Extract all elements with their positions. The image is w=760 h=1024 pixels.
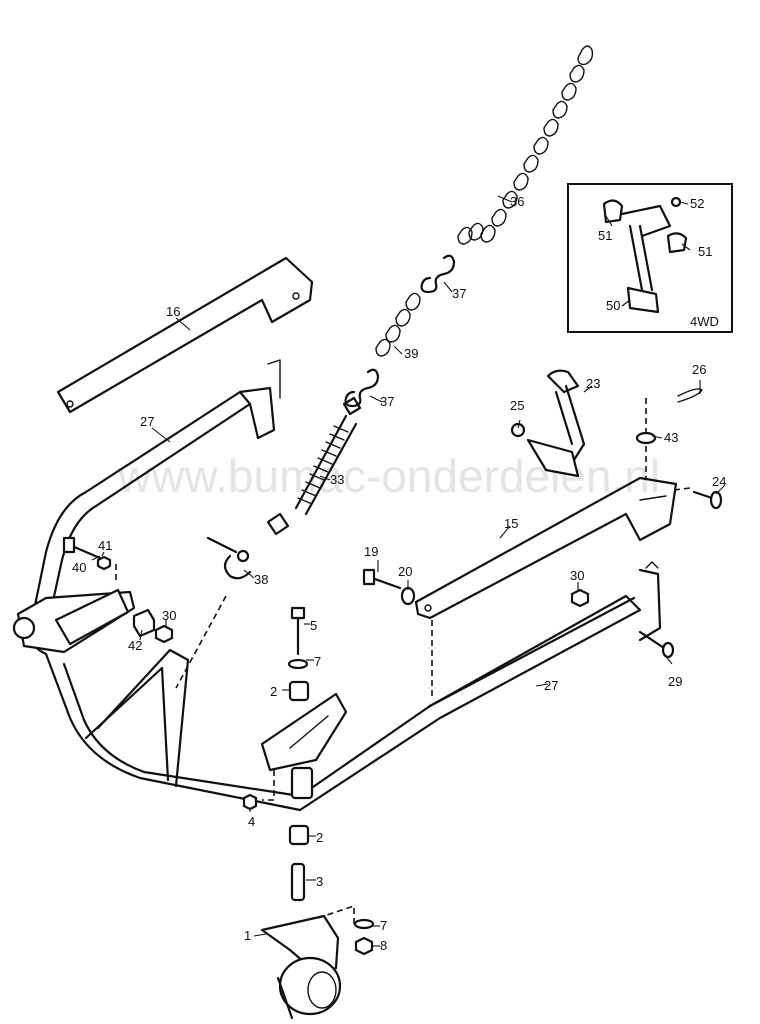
- bar-part-16: [56, 256, 314, 414]
- callout-38: 38: [254, 572, 268, 587]
- callout-33: 33: [330, 472, 344, 487]
- bushing-part-51-left: [602, 199, 624, 224]
- callout-24: 24: [712, 474, 726, 489]
- bolt-part-19: [370, 576, 402, 590]
- shackle-part-38: [206, 536, 252, 580]
- washer-part-43: [635, 431, 657, 445]
- dash-line-38: [175, 595, 227, 689]
- callouts: 16 27 36 37 39 37 33 38 23 25 43 26 24 1…: [72, 194, 726, 953]
- callout-27-upper: 27: [140, 414, 154, 429]
- callout-29: 29: [668, 674, 682, 689]
- callout-40: 40: [72, 560, 86, 575]
- bushing-part-2-upper: [288, 680, 310, 702]
- callout-42: 42: [128, 638, 142, 653]
- callout-39: 39: [404, 346, 418, 361]
- callout-23: 23: [586, 376, 600, 391]
- chain-part-39: [375, 292, 421, 357]
- callout-3: 3: [316, 874, 323, 889]
- s-hook-part-37-upper: [420, 254, 456, 294]
- callout-19: 19: [364, 544, 378, 559]
- front-axle-frame-part-27: [12, 359, 642, 812]
- nut-part-30-left: [154, 624, 174, 644]
- spindle-tube: [290, 766, 314, 800]
- callout-2-lower: 2: [316, 830, 323, 845]
- dash-line-7: [317, 904, 355, 924]
- pivot-arm-part-27-right: [428, 561, 662, 708]
- callout-43: 43: [664, 430, 678, 445]
- washer-part-25: [510, 422, 526, 438]
- bolt-part-40: [70, 544, 102, 560]
- bushing-part-2-lower: [288, 824, 310, 846]
- callout-37-lower: 37: [380, 394, 394, 409]
- callout-27-lower: 27: [544, 678, 558, 693]
- leader-lines: [91, 195, 725, 947]
- crank-part-23: [526, 369, 586, 478]
- bar-part-15: [414, 476, 678, 620]
- callout-51-right: 51: [698, 244, 712, 259]
- chain-part-36: [457, 45, 594, 245]
- dash-line-4: [262, 770, 275, 801]
- callout-30-left: 30: [162, 608, 176, 623]
- callout-4: 4: [248, 814, 255, 829]
- callout-52: 52: [690, 196, 704, 211]
- callout-1: 1: [244, 928, 251, 943]
- nut-part-4: [242, 793, 258, 811]
- hardware-group: [62, 388, 723, 956]
- callout-41: 41: [98, 538, 112, 553]
- callout-37-upper: 37: [452, 286, 466, 301]
- callout-25: 25: [510, 398, 524, 413]
- screw-part-52: [670, 196, 682, 208]
- callout-16: 16: [166, 304, 180, 319]
- bracket-part-50: [626, 286, 660, 314]
- pin-part-24: [692, 490, 714, 500]
- callout-5: 5: [310, 618, 317, 633]
- callout-51-left: 51: [598, 228, 612, 243]
- caster-wheel-part-1: [260, 914, 342, 1020]
- bolt-part-29: [638, 630, 666, 650]
- clamp-part-42: [132, 608, 156, 638]
- callout-7-upper: 7: [314, 654, 321, 669]
- bushing-part-51-right: [666, 232, 688, 254]
- callout-36: 36: [510, 194, 524, 209]
- callout-26: 26: [692, 362, 706, 377]
- clip-part-26: [677, 388, 703, 403]
- callout-20: 20: [398, 564, 412, 579]
- nut-part-8: [354, 936, 374, 956]
- nut-part-41: [96, 555, 112, 571]
- washer-part-7-upper: [287, 658, 309, 670]
- callout-30-right: 30: [570, 568, 584, 583]
- washer-part-7-lower: [353, 918, 375, 930]
- inset-label: 4WD: [690, 314, 719, 329]
- callout-15: 15: [504, 516, 518, 531]
- nut-part-30-right: [570, 588, 590, 608]
- inset-4wd: 4WD: [567, 183, 733, 333]
- pin-part-3: [290, 862, 306, 902]
- callout-8: 8: [380, 938, 387, 953]
- s-hook-part-37-lower: [344, 368, 380, 408]
- callout-50: 50: [606, 298, 620, 313]
- callout-7-lower: 7: [380, 918, 387, 933]
- dash-line-24: [673, 487, 691, 491]
- spring-part-33: [266, 396, 362, 536]
- callout-2-upper: 2: [270, 684, 277, 699]
- washer-part-20: [400, 586, 416, 606]
